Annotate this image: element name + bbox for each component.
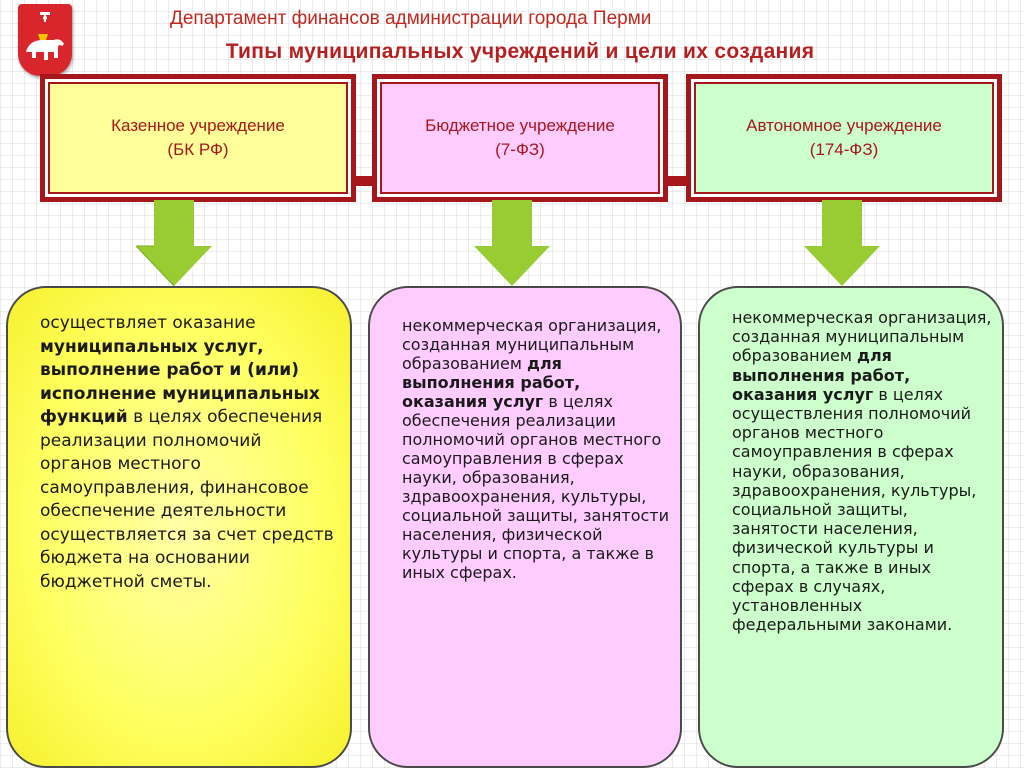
card-avtonomnoe-rest: в целях осуществления полномочий органов… xyxy=(732,384,977,635)
box-byudzhetnoe: Бюджетное учреждение (7-ФЗ) xyxy=(372,74,668,202)
box-avtonomnoe: Автономное учреждение (174-ФЗ) xyxy=(686,74,1002,202)
box-avtonomnoe-name: Автономное учреждение xyxy=(746,116,942,135)
card-kazennoe-intro: осуществляет оказание xyxy=(40,313,256,333)
page-title: Типы муниципальных учреждений и цели их … xyxy=(225,40,815,63)
card-byudzhetnoe-rest: в целях обеспечения реализации полномочи… xyxy=(402,392,669,582)
card-kazennoe-bold: муниципальных услуг, выполнение работ и … xyxy=(40,336,320,428)
down-arrow-icon xyxy=(804,200,880,286)
box-byudzhetnoe-law: (7-ФЗ) xyxy=(495,140,545,159)
box-kazennoe: Казенное учреждение (БК РФ) xyxy=(40,74,356,202)
card-kazennoe: осуществляет оказание муниципальных услу… xyxy=(6,286,352,768)
box-kazennoe-name: Казенное учреждение xyxy=(111,116,285,135)
card-byudzhetnoe: некоммерческая организация, созданная му… xyxy=(368,286,682,768)
card-avtonomnoe-intro: некоммерческая организация, созданная му… xyxy=(732,308,992,366)
department-name: Департамент финансов администрации город… xyxy=(170,8,652,29)
box-kazennoe-law: (БК РФ) xyxy=(167,140,229,159)
perm-coat-of-arms-icon xyxy=(18,4,72,76)
down-arrow-icon xyxy=(136,200,212,287)
box-byudzhetnoe-name: Бюджетное учреждение xyxy=(425,116,615,135)
card-byudzhetnoe-intro: некоммерческая организация, созданная му… xyxy=(402,316,662,373)
down-arrow-icon xyxy=(474,200,550,286)
box-avtonomnoe-law: (174-ФЗ) xyxy=(809,140,879,159)
card-avtonomnoe: некоммерческая организация, созданная му… xyxy=(698,286,1004,768)
card-byudzhetnoe-bold: для выполнения работ, оказания услуг xyxy=(402,354,581,411)
card-avtonomnoe-bold: для выполнения работ, оказания услуг xyxy=(732,346,911,404)
card-kazennoe-rest: в целях обеспечения реализации полномочи… xyxy=(40,407,334,592)
